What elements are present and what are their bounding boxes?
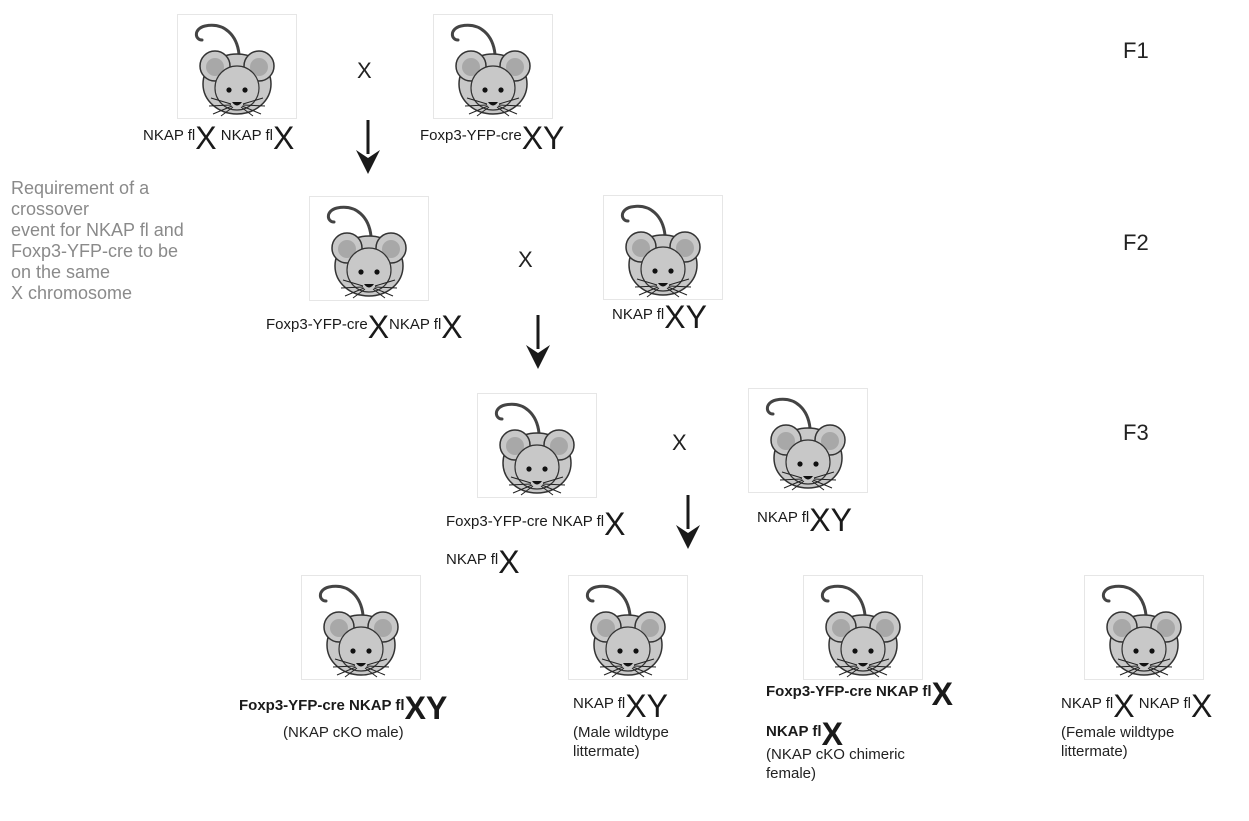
offspring-desc-wt-female: (Female wildtype littermate) — [1061, 723, 1174, 761]
gene-label: Foxp3-YFP-cre — [266, 316, 368, 333]
mouse-icon — [301, 575, 421, 680]
cross-symbol: X — [357, 58, 372, 83]
generation-label-f3: F3 — [1123, 420, 1149, 445]
gene-label: Foxp3-YFP-cre — [420, 127, 522, 144]
note-line: Requirement of a — [11, 178, 150, 198]
mouse-icon — [568, 575, 688, 680]
x-chromosome: X — [195, 120, 217, 156]
gene-label: NKAP fl — [446, 551, 499, 568]
cross-symbol: X — [518, 247, 533, 272]
note-line: crossover — [11, 199, 90, 219]
y-chromosome: Y — [685, 299, 707, 335]
x-chromosome: X — [604, 506, 626, 542]
genotype-label-f3-female-second: NKAP flX — [446, 546, 520, 578]
x-chromosome: X — [931, 676, 953, 712]
cross-symbol: X — [672, 430, 687, 455]
gene-label: NKAP fl — [389, 316, 442, 333]
y-chromosome: Y — [543, 120, 565, 156]
desc-line: female) — [766, 765, 817, 782]
desc-line: (Female wildtype — [1061, 724, 1175, 741]
x-chromosome: X — [625, 688, 647, 724]
x-chromosome: X — [1191, 688, 1213, 724]
gene-label: NKAP fl — [1061, 695, 1114, 712]
genotype-label-f2-male: NKAP flXY — [612, 301, 707, 333]
x-chromosome: X — [273, 120, 295, 156]
note-line: event for NKAP fl and — [11, 220, 184, 240]
gene-label: Foxp3-YFP-cre NKAP fl — [239, 697, 405, 714]
gene-label: NKAP fl — [766, 723, 822, 740]
genotype-label-f2-female: Foxp3-YFP-creXNKAP flX — [266, 311, 463, 343]
genotype-label-cko-female: Foxp3-YFP-cre NKAP flX — [766, 678, 953, 710]
mouse-icon — [803, 575, 923, 680]
mouse-icon — [477, 393, 597, 498]
gene-label: NKAP fl — [143, 127, 196, 144]
down-arrow-icon — [676, 495, 700, 549]
x-chromosome: X — [1113, 688, 1135, 724]
genotype-label-wt-male: NKAP flXY — [573, 690, 668, 722]
genotype-label-f3-male: NKAP flXY — [757, 504, 852, 536]
gene-label: Foxp3-YFP-cre NKAP fl — [446, 513, 605, 530]
gene-label: NKAP fl — [612, 306, 665, 323]
mouse-icon — [748, 388, 868, 493]
genotype-label-f1-male: Foxp3-YFP-creXY — [420, 122, 564, 154]
gene-label: NKAP fl — [573, 695, 626, 712]
mouse-icon — [309, 196, 429, 301]
x-chromosome: X — [404, 690, 426, 726]
gene-label: NKAP fl — [757, 509, 810, 526]
desc-line: littermate) — [1061, 743, 1128, 760]
mouse-icon — [1084, 575, 1204, 680]
genotype-label-cko-female-second: NKAP flX — [766, 718, 843, 750]
y-chromosome: Y — [830, 502, 852, 538]
generation-label-f1: F1 — [1123, 38, 1149, 63]
x-chromosome: X — [821, 716, 843, 752]
down-arrow-icon — [526, 315, 550, 369]
y-chromosome: Y — [425, 690, 448, 726]
x-chromosome: X — [809, 502, 831, 538]
note-line: Foxp3-YFP-cre to be — [11, 241, 179, 261]
genotype-label-wt-female: NKAP flX NKAP flX — [1061, 690, 1212, 722]
offspring-desc-cko-female: (NKAP cKO chimeric female) — [766, 745, 905, 783]
note-line: X chromosome — [11, 283, 133, 303]
genotype-label-f1-female: NKAP flX NKAP flX — [143, 122, 294, 154]
gene-label: NKAP fl — [220, 127, 274, 144]
x-chromosome: X — [367, 309, 390, 345]
mouse-icon — [603, 195, 723, 300]
mouse-icon — [433, 14, 553, 119]
offspring-desc-cko-male: (NKAP cKO male) — [283, 724, 404, 741]
gene-label: NKAP fl — [1138, 695, 1192, 712]
x-chromosome: X — [441, 309, 463, 345]
genotype-label-f3-female: Foxp3-YFP-cre NKAP flX — [446, 508, 625, 540]
gene-label: Foxp3-YFP-cre NKAP fl — [766, 683, 932, 700]
generation-label-f2: F2 — [1123, 230, 1149, 255]
offspring-desc-wt-male: (Male wildtype littermate) — [573, 723, 669, 761]
note-line: on the same — [11, 262, 111, 282]
x-chromosome: X — [664, 299, 686, 335]
down-arrow-icon — [356, 120, 380, 174]
crossover-note: Requirement of a crossover event for NKA… — [11, 178, 241, 304]
genotype-label-cko-male: Foxp3-YFP-cre NKAP flXY — [239, 692, 447, 724]
y-chromosome: Y — [646, 688, 668, 724]
desc-line: (Male wildtype — [573, 724, 669, 741]
x-chromosome: X — [521, 120, 544, 156]
desc-line: (NKAP cKO chimeric — [766, 746, 905, 763]
x-chromosome: X — [498, 544, 520, 580]
desc-line: littermate) — [573, 743, 640, 760]
mouse-icon — [177, 14, 297, 119]
